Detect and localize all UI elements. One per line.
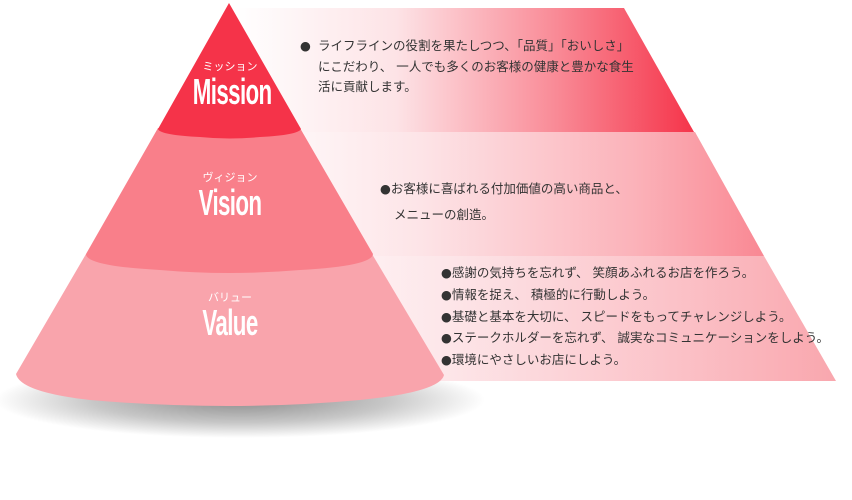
mission-label: ミッション Mission xyxy=(170,60,290,111)
bullet-icon: ● xyxy=(441,352,452,368)
mission-description: ●ライフラインの役割を果たしつつ、「品質」「おいしさ」 にこだわり、 一人でも多… xyxy=(300,36,634,98)
vision-description: ●お客様に喜ばれる付加価値の高い商品と、 メニューの創造。 xyxy=(380,176,628,228)
vision-band xyxy=(236,132,764,256)
bullet-icon: ● xyxy=(380,181,391,196)
value-line: ●環境にやさしいお店にしよう。 xyxy=(441,349,829,371)
bullet-icon: ● xyxy=(441,330,452,346)
mission-tier xyxy=(158,3,301,139)
vision-kana: ヴィジョン xyxy=(202,171,258,184)
value-line: ●ステークホルダーを忘れず、 誠実なコミュニケーションをしよう。 xyxy=(441,327,829,349)
value-title: Value xyxy=(202,302,258,343)
bullet-icon: ● xyxy=(441,286,452,302)
value-label: バリュー Value xyxy=(170,291,290,342)
vision-tier xyxy=(86,128,373,273)
mission-kana: ミッション xyxy=(202,60,258,73)
bullet-icon: ● xyxy=(300,38,311,53)
vision-line: ●お客様に喜ばれる付加価値の高い商品と、 xyxy=(380,176,628,202)
mission-line: にこだわり、 一人でも多くのお客様の健康と豊かな食生 xyxy=(318,58,634,74)
value-kana: バリュー xyxy=(208,291,252,304)
mission-line: ●ライフラインの役割を果たしつつ、「品質」「おいしさ」 xyxy=(300,36,634,57)
mission-line: 活に貢献します。 xyxy=(318,79,417,94)
value-line: ●情報を捉え、 積極的に行動しよう。 xyxy=(441,284,829,306)
value-line: ●感謝の気持ちを忘れず、 笑顔あふれるお店を作ろう。 xyxy=(441,262,829,284)
mission-band xyxy=(236,8,694,132)
mission-title: Mission xyxy=(192,71,272,112)
vision-title: Vision xyxy=(198,182,262,223)
bullet-icon: ● xyxy=(441,265,452,280)
value-description: ●感謝の気持ちを忘れず、 笑顔あふれるお店を作ろう。 ●情報を捉え、 積極的に行… xyxy=(441,262,829,371)
vision-line: メニューの創造。 xyxy=(394,207,495,222)
vision-label: ヴィジョン Vision xyxy=(170,171,290,222)
value-tier xyxy=(16,254,444,406)
value-line: ●基礎と基本を大切に、 スピードをもってチャレンジしよう。 xyxy=(441,306,829,328)
bullet-icon: ● xyxy=(441,308,452,324)
